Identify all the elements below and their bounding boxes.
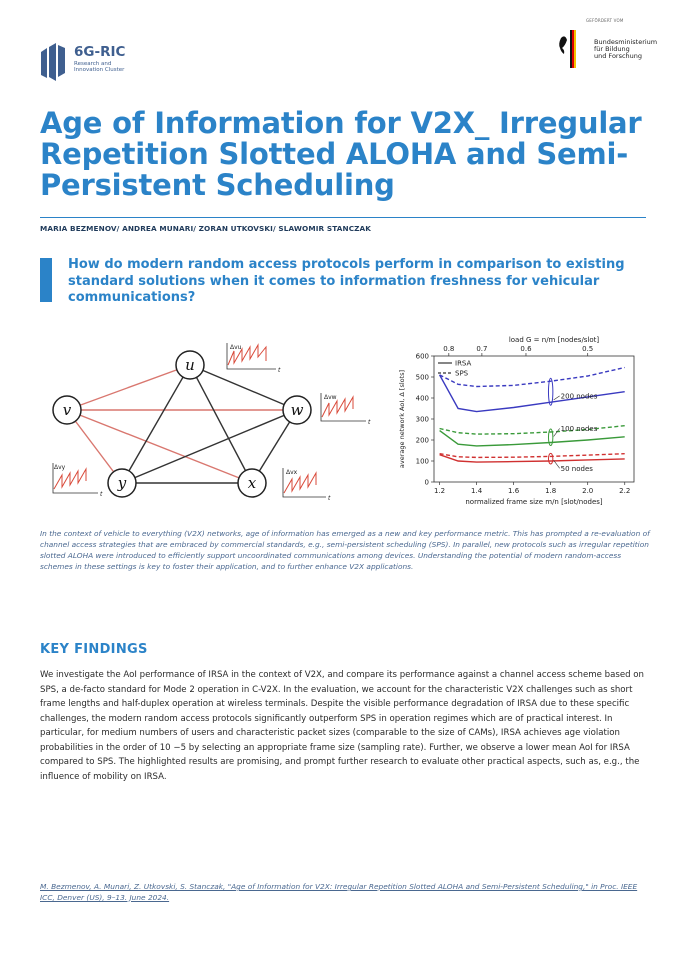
series-pair-marker	[547, 377, 554, 406]
node-y	[107, 468, 137, 498]
time-label-vy: t	[100, 491, 103, 498]
top-axis-label: load G = n/m [nodes/slot]	[509, 336, 600, 344]
node-x-label: x	[248, 474, 257, 492]
x-tick-label: 2.2	[619, 487, 630, 495]
figure-caption: In the context of vehicle to everything …	[40, 529, 650, 571]
x-tick-label: 1.2	[434, 487, 445, 495]
aoi-label-vw: Δvw	[324, 394, 337, 401]
6g-ric-logo-icon	[41, 43, 65, 81]
edge-u-y	[121, 364, 191, 484]
node-x	[237, 468, 267, 498]
annotation-leader	[553, 428, 560, 437]
top-tick-label: 0.6	[520, 345, 532, 353]
time-label-vu: t	[278, 367, 281, 374]
x-tick-label: 1.6	[508, 487, 520, 495]
series-line-irsa-100-nodes	[439, 430, 625, 447]
y-tick-label: 300	[416, 416, 429, 424]
y-axis-label: average network AoI, Δ [slots]	[398, 370, 406, 468]
funder-name-line-3: und Forschung	[594, 52, 643, 60]
series-pair-marker	[547, 452, 554, 465]
legend-label-sps: SPS	[455, 370, 469, 378]
page-title: Age of Information for V2X_ Irregular Re…	[40, 106, 642, 202]
x-tick-label: 1.8	[545, 487, 556, 495]
logo-subtitle-2: Innovation Cluster	[74, 67, 125, 73]
x-tick-label: 2.0	[582, 487, 593, 495]
title-divider	[40, 217, 646, 218]
edge-u-x	[189, 364, 253, 484]
node-y-label: y	[117, 474, 127, 492]
logo-name: 6G-RIC	[74, 44, 126, 60]
y-tick-label: 400	[416, 395, 429, 403]
x-axis-label: normalized frame size m/n [slot/nodes]	[465, 498, 603, 506]
key-findings-heading: KEY FINDINGS	[40, 642, 148, 657]
bmbf-logo: GEFÖRDERT VOM Bundesministerium für Bild…	[556, 18, 666, 78]
edge-y-w	[121, 409, 298, 484]
y-tick-label: 100	[416, 458, 429, 466]
aoi-line-chart: 1.2 1.4 1.6 1.8 2.0 2.2 0 100 200 300 400 500 600 0.8…	[398, 336, 635, 506]
eagle-emblem-icon	[559, 30, 576, 68]
node-w	[282, 395, 312, 425]
network-graph-diagram: u v w y x Δvu t Δvw t Δvy t Δvx t	[52, 343, 371, 502]
reference-citation[interactable]: M. Bezmenov, A. Munari, Z. Utkovski, S. …	[40, 882, 638, 902]
series-pair-marker	[547, 428, 554, 447]
6g-ric-logo: 6G-RIC Research and Innovation Cluster	[40, 42, 200, 82]
aoi-sawtooth-vx: Δvx t	[282, 468, 331, 502]
question-accent-bar	[40, 258, 52, 302]
annotation-label: 50 nodes	[561, 465, 594, 473]
top-tick-label: 0.5	[582, 345, 593, 353]
logo-subtitle-1: Research and	[74, 61, 112, 67]
y-tick-label: 500	[416, 374, 429, 382]
aoi-label-vu: Δvu	[230, 344, 242, 351]
top-tick-label: 0.8	[443, 345, 454, 353]
edge-u-w	[189, 364, 298, 411]
top-tick-label: 0.7	[476, 345, 487, 353]
node-v-label: v	[63, 401, 72, 419]
y-tick-label: 0	[425, 479, 429, 487]
annotation-label: 100 nodes	[561, 425, 598, 433]
aoi-label-vx: Δvx	[286, 469, 298, 476]
node-w-label: w	[291, 401, 304, 419]
series-line-sps-50-nodes	[439, 453, 625, 459]
funder-caption: GEFÖRDERT VOM	[586, 18, 624, 23]
y-tick-label: 200	[416, 437, 429, 445]
time-label-vx: t	[328, 495, 331, 502]
x-tick-label: 1.4	[471, 487, 483, 495]
series-line-irsa-50-nodes	[439, 454, 625, 463]
edge-v-x	[66, 409, 253, 484]
annotation-label: 200 nodes	[561, 392, 598, 400]
series-line-sps-200-nodes	[439, 366, 625, 388]
author-list: MARIA BEZMENOV/ ANDREA MUNARI/ ZORAN UTK…	[40, 224, 372, 233]
funder-name-line-2: für Bildung	[594, 45, 630, 53]
time-label-vw: t	[368, 419, 371, 426]
series-line-irsa-200-nodes	[438, 374, 625, 413]
node-u-label: u	[185, 356, 195, 374]
aoi-sawtooth-vy: Δvy t	[52, 463, 103, 498]
edge-v-y	[66, 409, 123, 484]
node-v	[52, 395, 82, 425]
series-line-sps-100-nodes	[439, 425, 625, 435]
legend-label-irsa: IRSA	[455, 360, 472, 368]
edge-v-u	[66, 364, 191, 411]
funder-name-line-1: Bundesministerium	[594, 38, 658, 46]
key-findings-text: We investigate the AoI performance of IR…	[40, 670, 644, 782]
research-question: How do modern random access protocols pe…	[68, 257, 625, 305]
aoi-sawtooth-vu: Δvu t	[226, 343, 281, 374]
y-tick-label: 600	[416, 353, 429, 361]
annotation-leader	[553, 460, 560, 469]
annotation-leader	[553, 395, 560, 401]
node-u	[175, 350, 205, 380]
aoi-label-vy: Δvy	[54, 464, 66, 471]
aoi-sawtooth-vw: Δvw t	[320, 393, 371, 426]
